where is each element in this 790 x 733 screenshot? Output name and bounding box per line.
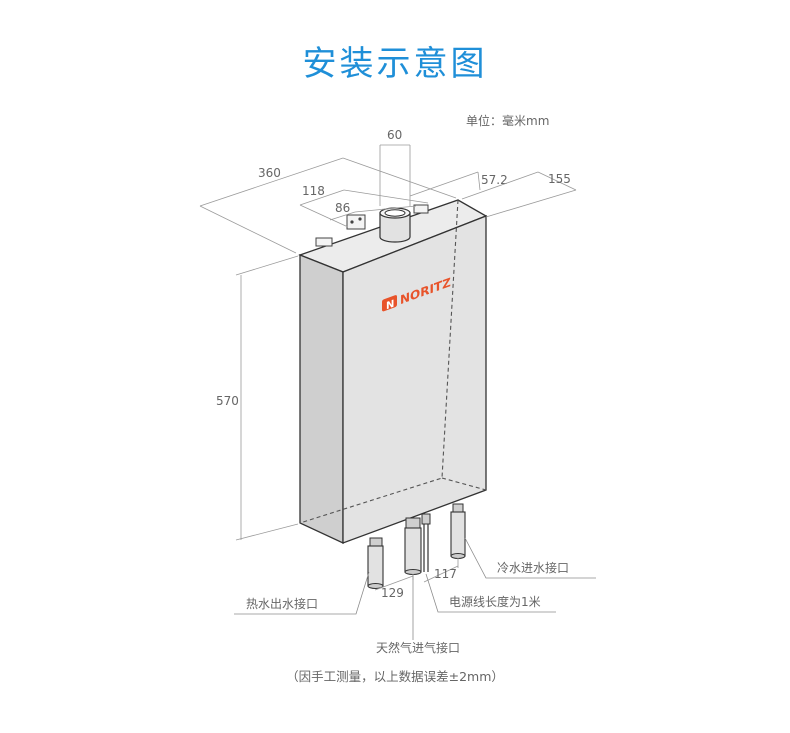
gas-inlet-label: 天然气进气接口 — [376, 640, 460, 655]
mount-brackets — [315, 204, 429, 247]
dim-flue-offset: 57.2 — [409, 171, 508, 197]
dim-pipe-spacing-left-label: 129 — [381, 586, 404, 600]
dim-depth: 155 — [461, 171, 577, 218]
brand-badge: N — [386, 298, 394, 313]
bottom-pipes — [367, 503, 466, 589]
dim-mount-spacing: 118 — [299, 184, 429, 228]
cold-water-inlet-label: 冷水进水接口 — [497, 560, 569, 575]
unit-label: 单位：毫米mm — [466, 114, 550, 128]
dim-height-label: 570 — [216, 394, 239, 408]
dim-flue-diameter-label: 60 — [387, 128, 402, 142]
hot-water-outlet-label: 热水出水接口 — [246, 596, 318, 611]
hidden-edges — [299, 199, 459, 524]
dim-pipe-spacing-right: 117 — [423, 558, 459, 583]
dim-flue-offset-label: 57.2 — [481, 173, 508, 187]
dim-width-label: 360 — [258, 166, 281, 180]
dim-inner-spacing-label: 86 — [335, 201, 350, 215]
callout-hot-water: 热水出水接口 — [234, 571, 370, 615]
flue-pipe — [379, 207, 411, 243]
callout-power-cord: 电源线长度为1米 — [425, 573, 556, 613]
dim-height: 570 — [216, 255, 299, 541]
dim-pipe-spacing-right-label: 117 — [434, 567, 457, 581]
heater-side-face — [299, 254, 344, 545]
heater-front-face — [342, 215, 487, 544]
heater-body — [298, 199, 488, 545]
power-cord-label: 电源线长度为1米 — [449, 594, 541, 609]
dim-mount-spacing-label: 118 — [302, 184, 325, 198]
callout-cold-water: 冷水进水接口 — [464, 537, 596, 579]
dim-inner-spacing: 86 — [329, 201, 417, 221]
dim-depth-label: 155 — [548, 172, 571, 186]
dim-flue-diameter: 60 — [379, 128, 411, 206]
page-title: 安装示意图 — [302, 44, 488, 84]
measurement-note: （因手工测量，以上数据误差±2mm） — [286, 669, 504, 684]
callout-gas: 天然气进气接口 — [376, 574, 460, 655]
dim-width: 360 — [199, 157, 457, 254]
